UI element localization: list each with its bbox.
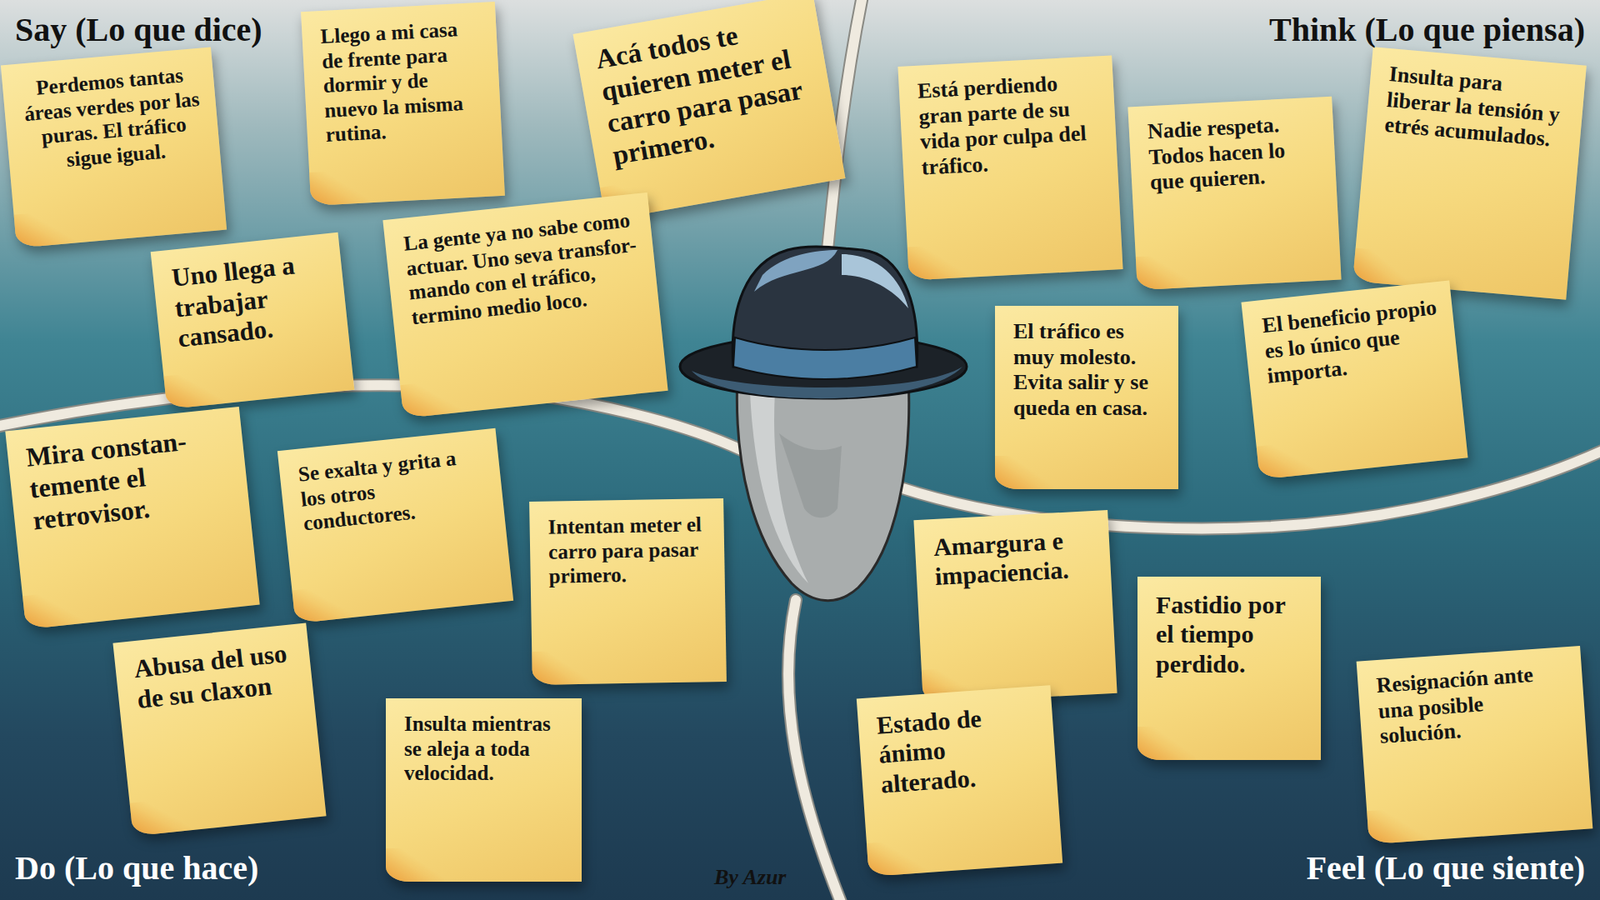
note-curl: [14, 210, 75, 249]
note-text: Uno llega a trabajar cansado.: [170, 247, 334, 355]
sticky-note: Insulta para liberar la tensión y etrés …: [1352, 46, 1587, 300]
sticky-note: La gente ya no sabe como actuar. Uno sev…: [382, 192, 668, 419]
note-curl: [400, 379, 462, 419]
sticky-note: Nadie respeta. Todos hacen lo que quiere…: [1127, 96, 1341, 291]
sticky-note: Insulta mientras se aleja a toda velocid…: [385, 698, 582, 882]
note-curl: [291, 584, 354, 624]
note-text: Insulta para liberar la tensión y etrés …: [1383, 61, 1570, 155]
note-text: Perdemos tantas áreas verdes por las pur…: [20, 61, 205, 175]
note-text: El tráfico es muy molesto. Evita salir y…: [1013, 319, 1164, 422]
note-curl: [866, 839, 928, 877]
sticky-note: Se exalta y grita a los otros conductore…: [277, 428, 514, 624]
note-text: Fastidio por el tiempo perdido.: [1155, 590, 1306, 679]
note-curl: [1135, 254, 1196, 291]
note-curl: [130, 796, 192, 836]
note-text: Estado de ánimo alterado.: [875, 699, 1043, 799]
quadrant-heading: Think (Lo que piensa): [1269, 10, 1585, 50]
note-curl: [1137, 726, 1196, 760]
note-text: Llego a mi casa de frente para dormir y …: [320, 15, 487, 147]
sticky-note: Intentan meter el carro para pasar prime…: [529, 498, 727, 685]
note-curl: [385, 848, 445, 882]
note-curl: [1352, 247, 1414, 286]
sticky-note: Está perdiendo gran parte de su vida por…: [897, 55, 1123, 280]
sticky-note: Amargura e impaciencia.: [913, 510, 1117, 704]
sticky-note: Llego a mi casa de frente para dormir y …: [300, 1, 505, 206]
note-text: Nadie respeta. Todos hacen lo que quiere…: [1146, 110, 1322, 197]
quadrant-heading: Do (Lo que hace): [15, 848, 259, 888]
note-text: Mira constan- temente el retrovisor.: [25, 421, 236, 537]
sticky-note: Fastidio por el tiempo perdido.: [1137, 576, 1321, 760]
sticky-note: Resignación ante una posible solución.: [1356, 645, 1594, 845]
quadrant-heading: Say (Lo que dice): [15, 10, 263, 50]
sticky-note: Uno llega a trabajar cansado.: [150, 232, 355, 410]
sticky-note: Acá todos te quieren meter el carro para…: [573, 0, 846, 221]
note-curl: [995, 455, 1054, 490]
note-text: El beneficio propio es lo único que impo…: [1260, 295, 1444, 390]
quadrant-heading: Feel (Lo que siente): [1306, 848, 1585, 888]
note-curl: [163, 370, 225, 410]
note-text: Se exalta y grita a los otros conductore…: [296, 443, 490, 536]
note-text: La gente ya no sabe como actuar. Uno sev…: [402, 207, 645, 330]
sticky-note: Perdemos tantas áreas verdes por las pur…: [0, 46, 227, 248]
note-text: Está perdiendo gran parte de su vida por…: [916, 69, 1103, 181]
sticky-note: El tráfico es muy molesto. Evita salir y…: [995, 305, 1179, 490]
note-curl: [907, 244, 968, 281]
note-text: Resignación ante una posible solución.: [1375, 660, 1572, 750]
note-curl: [531, 650, 591, 685]
sticky-note: El beneficio propio es lo único que impo…: [1241, 280, 1469, 480]
note-text: Abusa del uso de su claxon: [132, 637, 300, 715]
sticky-note: Mira constan- temente el retrovisor.: [5, 406, 260, 630]
note-text: Intentan meter el carro para pasar prime…: [547, 511, 710, 589]
note-text: Acá todos te quieren meter el carro para…: [593, 7, 823, 172]
note-curl: [309, 169, 370, 206]
note-text: Insulta mientras se aleja a toda velocid…: [404, 711, 567, 786]
note-curl: [1256, 440, 1319, 480]
note-curl: [1366, 806, 1428, 845]
sticky-note: Abusa del uso de su claxon: [112, 622, 326, 836]
note-text: Amargura e impaciencia.: [932, 524, 1096, 592]
sticky-note: Estado de ánimo alterado.: [856, 685, 1063, 877]
note-curl: [22, 590, 85, 630]
signature: By Azur: [714, 865, 786, 890]
